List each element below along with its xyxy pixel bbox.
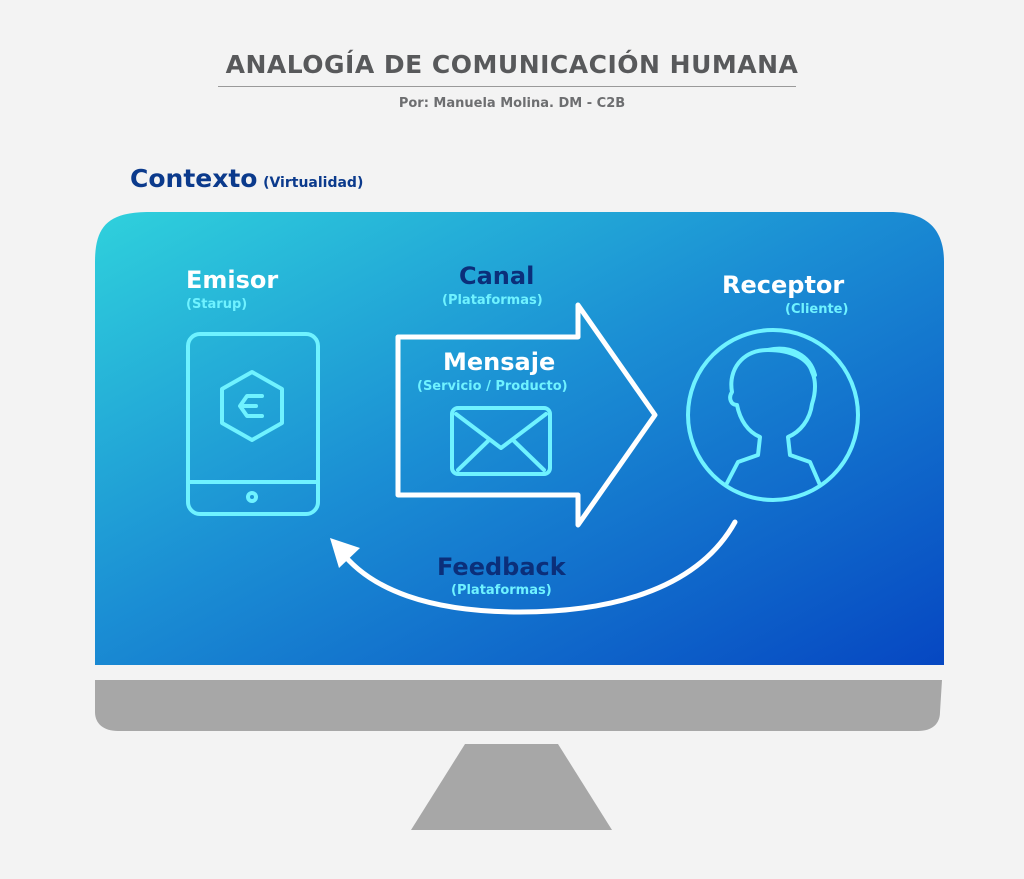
tablet-icon: [186, 332, 320, 516]
arrow-icon: [395, 302, 658, 528]
mensaje-sublabel: (Servicio / Producto): [417, 379, 568, 394]
byline: Por: Manuela Molina. DM - C2B: [398, 96, 626, 111]
monitor-bezel: [95, 680, 942, 731]
envelope-icon: [450, 406, 552, 476]
emisor-sublabel: (Starup): [186, 297, 248, 312]
canal-label: Canal: [459, 262, 535, 290]
monitor-stand: [411, 744, 612, 830]
feedback-sublabel: (Plataformas): [451, 583, 552, 598]
receptor-sublabel: (Cliente): [785, 302, 849, 317]
context-heading: Contexto (Virtualidad): [130, 164, 363, 193]
monitor-screen: [95, 212, 944, 665]
title-divider: [218, 86, 796, 87]
feedback-label: Feedback: [437, 553, 566, 581]
page-title: ANALOGÍA DE COMUNICACIÓN HUMANA: [225, 50, 799, 79]
emisor-label: Emisor: [186, 266, 279, 294]
context-label: Contexto: [130, 164, 258, 193]
mensaje-label: Mensaje: [443, 348, 556, 376]
person-avatar-icon: [686, 328, 860, 502]
feedback-arrow: [330, 519, 738, 615]
receptor-label: Receptor: [722, 271, 845, 299]
hexagon-logo-icon: [220, 370, 284, 442]
context-sublabel: (Virtualidad): [263, 175, 364, 191]
canal-sublabel: (Plataformas): [442, 293, 543, 308]
